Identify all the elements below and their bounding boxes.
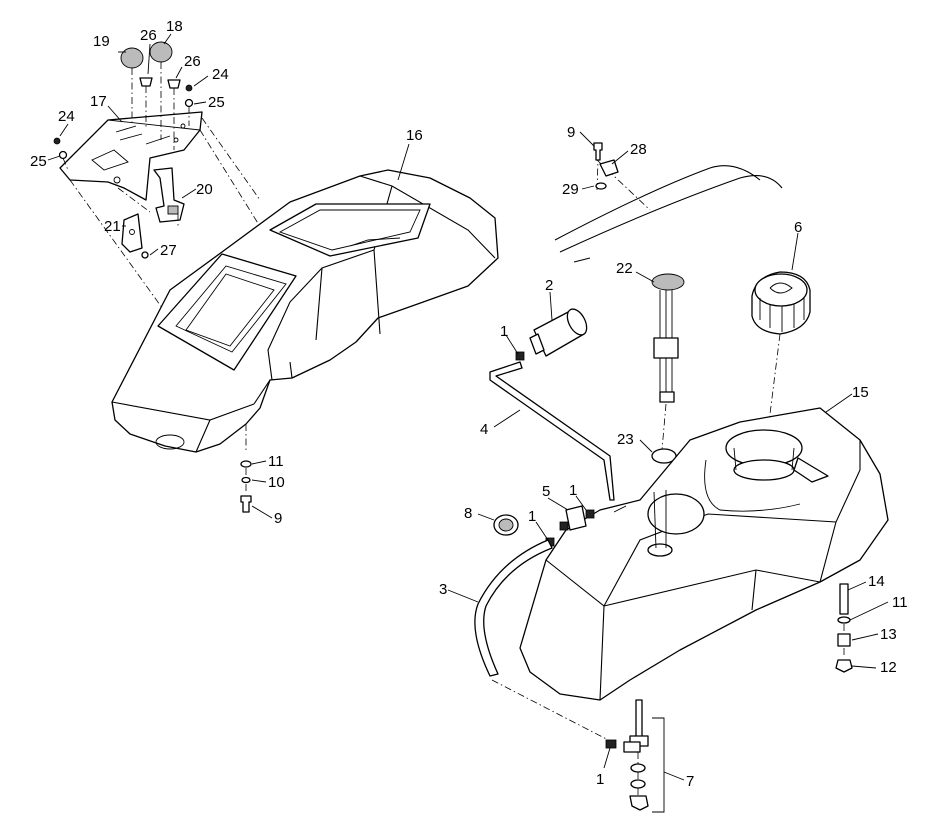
callout-12: 12 bbox=[880, 659, 897, 676]
callout-24: 24 bbox=[58, 108, 75, 125]
clamp-part bbox=[515, 351, 525, 361]
callout-10: 10 bbox=[268, 474, 285, 491]
callout-labels: 19 26 18 26 24 17 25 24 25 16 20 21 27 1… bbox=[30, 18, 908, 790]
callout-7: 7 bbox=[686, 773, 694, 790]
mounting-plate-part bbox=[59, 111, 203, 201]
leader-lines bbox=[47, 33, 889, 781]
callout-6: 6 bbox=[794, 219, 802, 236]
callout-1: 1 bbox=[500, 323, 508, 340]
callout-15: 15 bbox=[852, 384, 869, 401]
callout-19: 19 bbox=[93, 33, 110, 50]
callout-21: 21 bbox=[104, 218, 121, 235]
callout-25: 25 bbox=[208, 94, 225, 111]
callout-17: 17 bbox=[90, 93, 107, 110]
callout-28: 28 bbox=[630, 141, 647, 158]
mounting-plate-assembly bbox=[53, 41, 293, 317]
fuel-hose-part bbox=[489, 361, 615, 501]
fender-fastener-stack bbox=[240, 460, 252, 513]
fuel-sender-part bbox=[651, 273, 685, 451]
cable-pair bbox=[554, 159, 783, 263]
callout-9: 9 bbox=[274, 510, 282, 527]
callout-22: 22 bbox=[616, 260, 633, 277]
knob-part bbox=[120, 47, 144, 69]
callout-8: 8 bbox=[464, 505, 472, 522]
callout-5: 5 bbox=[542, 483, 550, 500]
bracket-part bbox=[121, 213, 143, 253]
stud-fastener-stack bbox=[835, 583, 853, 673]
callout-14: 14 bbox=[868, 573, 885, 590]
shutoff-valve-part bbox=[559, 505, 595, 531]
callout-18: 18 bbox=[166, 18, 183, 35]
fuel-cap-part bbox=[751, 271, 811, 431]
callout-9: 9 bbox=[567, 124, 575, 141]
knob-part bbox=[149, 41, 173, 63]
callout-24: 24 bbox=[212, 66, 229, 83]
outlet-fitting-stack bbox=[605, 699, 665, 813]
callout-26: 26 bbox=[184, 53, 201, 70]
callout-11: 11 bbox=[892, 594, 908, 611]
callout-23: 23 bbox=[617, 431, 634, 448]
callout-11: 11 bbox=[268, 453, 284, 470]
callout-16: 16 bbox=[406, 127, 423, 144]
callout-26: 26 bbox=[140, 27, 157, 44]
clip-hardware bbox=[593, 142, 619, 190]
callout-20: 20 bbox=[196, 181, 213, 198]
callout-29: 29 bbox=[562, 181, 579, 198]
fuel-tank-part bbox=[519, 407, 889, 701]
callout-3: 3 bbox=[439, 581, 447, 598]
callout-1: 1 bbox=[569, 482, 577, 499]
callout-27: 27 bbox=[160, 242, 177, 259]
callout-4: 4 bbox=[480, 421, 488, 438]
callout-13: 13 bbox=[880, 626, 897, 643]
callout-25: 25 bbox=[30, 153, 47, 170]
callout-1: 1 bbox=[528, 508, 536, 525]
callout-2: 2 bbox=[545, 277, 553, 294]
fuel-hose-part bbox=[474, 539, 553, 677]
fender-pan-assembly bbox=[111, 169, 499, 453]
fuel-filter-part bbox=[529, 308, 588, 357]
grommet-part bbox=[493, 514, 519, 536]
callout-1: 1 bbox=[596, 771, 604, 788]
